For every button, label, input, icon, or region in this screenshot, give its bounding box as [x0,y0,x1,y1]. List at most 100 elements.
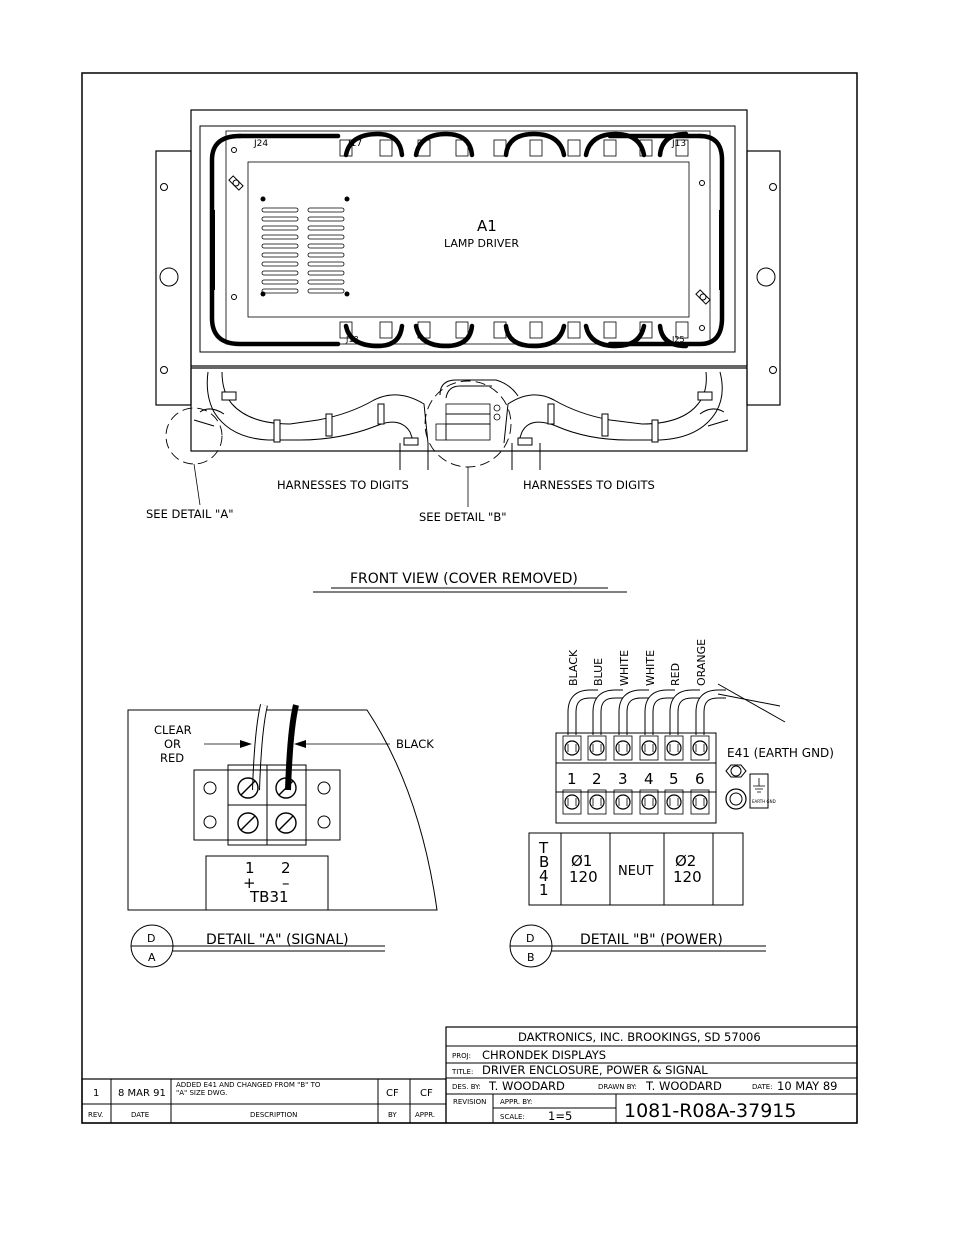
tb41-label-plate [528,832,744,906]
drawing-date: 10 MAY 89 [777,1079,838,1093]
mount-hole-icon [317,781,331,795]
mount-hole-icon [159,267,179,287]
harness-clamp [210,210,215,290]
title-block [445,1026,858,1124]
wire-color-label: RED [669,663,682,686]
rev-description-1: ADDED E41 AND CHANGED FROM "B" TO [176,1081,321,1089]
screw-terminal-icon [275,777,297,799]
board-screw-icon [231,147,237,153]
tb-letter: B [539,853,549,871]
callout-bottom: A [148,951,156,964]
header-date: DATE [131,1111,149,1119]
vent-slot [261,207,299,213]
rev-appr: CF [420,1088,433,1099]
power-wires [567,683,786,735]
callout-bottom: B [527,951,535,964]
connector-label: J24 [253,139,268,149]
driver-board [225,130,711,345]
scale-label: SCALE: [500,1113,525,1121]
screw-terminal-icon [641,794,657,810]
mount-hole-icon [160,183,168,191]
header-description: DESCRIPTION [250,1111,297,1119]
connector-housing [675,139,689,157]
detail-a: CLEAR OR RED BLACK 1 2 + – TB31 D A DETA… [127,704,438,968]
phase2-bottom: 120 [673,868,702,886]
connector-housing [567,321,581,339]
mount-hole-icon [203,781,217,795]
earth-small-label: EARTH GND [752,799,776,804]
vent-slot [261,279,299,285]
module-name: LAMP DRIVER [444,237,519,250]
vent-slot [261,243,299,249]
tb31-label-plate [205,855,329,911]
drawing-border [81,72,858,1124]
screw-terminal-icon [237,777,259,799]
vent-slot [307,234,345,240]
vent-dot [344,291,350,297]
vent-slot [261,225,299,231]
connector-housing [603,139,617,157]
vent-slot [307,225,345,231]
wire-color-label: BLUE [592,658,605,686]
phase1-bottom: 120 [569,868,598,886]
wire-color-label: BLACK [567,649,580,686]
vent-slot [261,234,299,240]
screw-terminal-icon [564,740,580,756]
vent-slot [307,252,345,258]
mount-hole-icon [769,183,777,191]
board-screw-icon [231,294,237,300]
terminal-number: 2 [592,770,602,788]
revision-label: REVISION [453,1098,486,1106]
neut-label: NEUT [618,864,653,879]
connector-housing [529,139,543,157]
arrow-head-icon [240,740,252,748]
mount-hole-icon [756,267,776,287]
company-line: DAKTRONICS, INC. BROOKINGS, SD 57006 [518,1030,761,1044]
drawing-title: DRIVER ENCLOSURE, POWER & SIGNAL [482,1063,708,1077]
wire-color-label: ORANGE [695,639,708,686]
terminal-number: 2 [281,859,291,877]
standoff-icon [695,289,711,305]
title-label: TITLE: [451,1068,473,1076]
vent-slot [261,270,299,276]
vent-dot [260,196,266,202]
cable-ties [221,391,713,446]
detail-b-title: DETAIL "B" (POWER) [580,932,723,948]
connector-label: J13 [671,139,686,149]
rev-by: CF [386,1088,399,1099]
see-detail-b: SEE DETAIL "B" [419,510,507,524]
connector-housing [493,321,507,339]
drawing-number: 1081-R08A-37915 [624,1100,796,1122]
label-or: OR [164,737,181,751]
connector-housing [455,321,469,339]
vent-slot [307,279,345,285]
connector-housing [379,139,393,157]
connector-housing [603,321,617,339]
arrow-head-icon [294,740,306,748]
mount-hole-icon [160,366,168,374]
enclosure-inner [199,125,736,353]
tb31-name: TB31 [249,888,289,906]
screw-terminal-icon [589,794,605,810]
screw-terminal-icon [666,740,682,756]
vent-slot [261,216,299,222]
mount-hole-icon [203,815,217,829]
tb-letter: 4 [539,867,549,885]
polarity-minus: – [282,874,290,892]
vent-slot [307,288,345,294]
screw-terminal-icon [564,794,580,810]
connector-housing [675,321,689,339]
vent-slot [307,261,345,267]
front-view: A1 LAMP DRIVER J24 J17 J13 J18 J25 [146,109,781,593]
screw-terminal-icon [237,812,259,834]
screw-terminal-icon [275,812,297,834]
screw-terminal-icon [692,740,708,756]
phase2-top: Ø2 [675,852,696,870]
detail-a-boundary [127,709,438,911]
rev-description-2: "A" SIZE DWG. [176,1089,227,1097]
screw-terminal-icon [692,794,708,810]
terminal-number: 3 [618,770,628,788]
connector-label: J18 [345,335,359,344]
wire-color-label: WHITE [618,650,631,686]
